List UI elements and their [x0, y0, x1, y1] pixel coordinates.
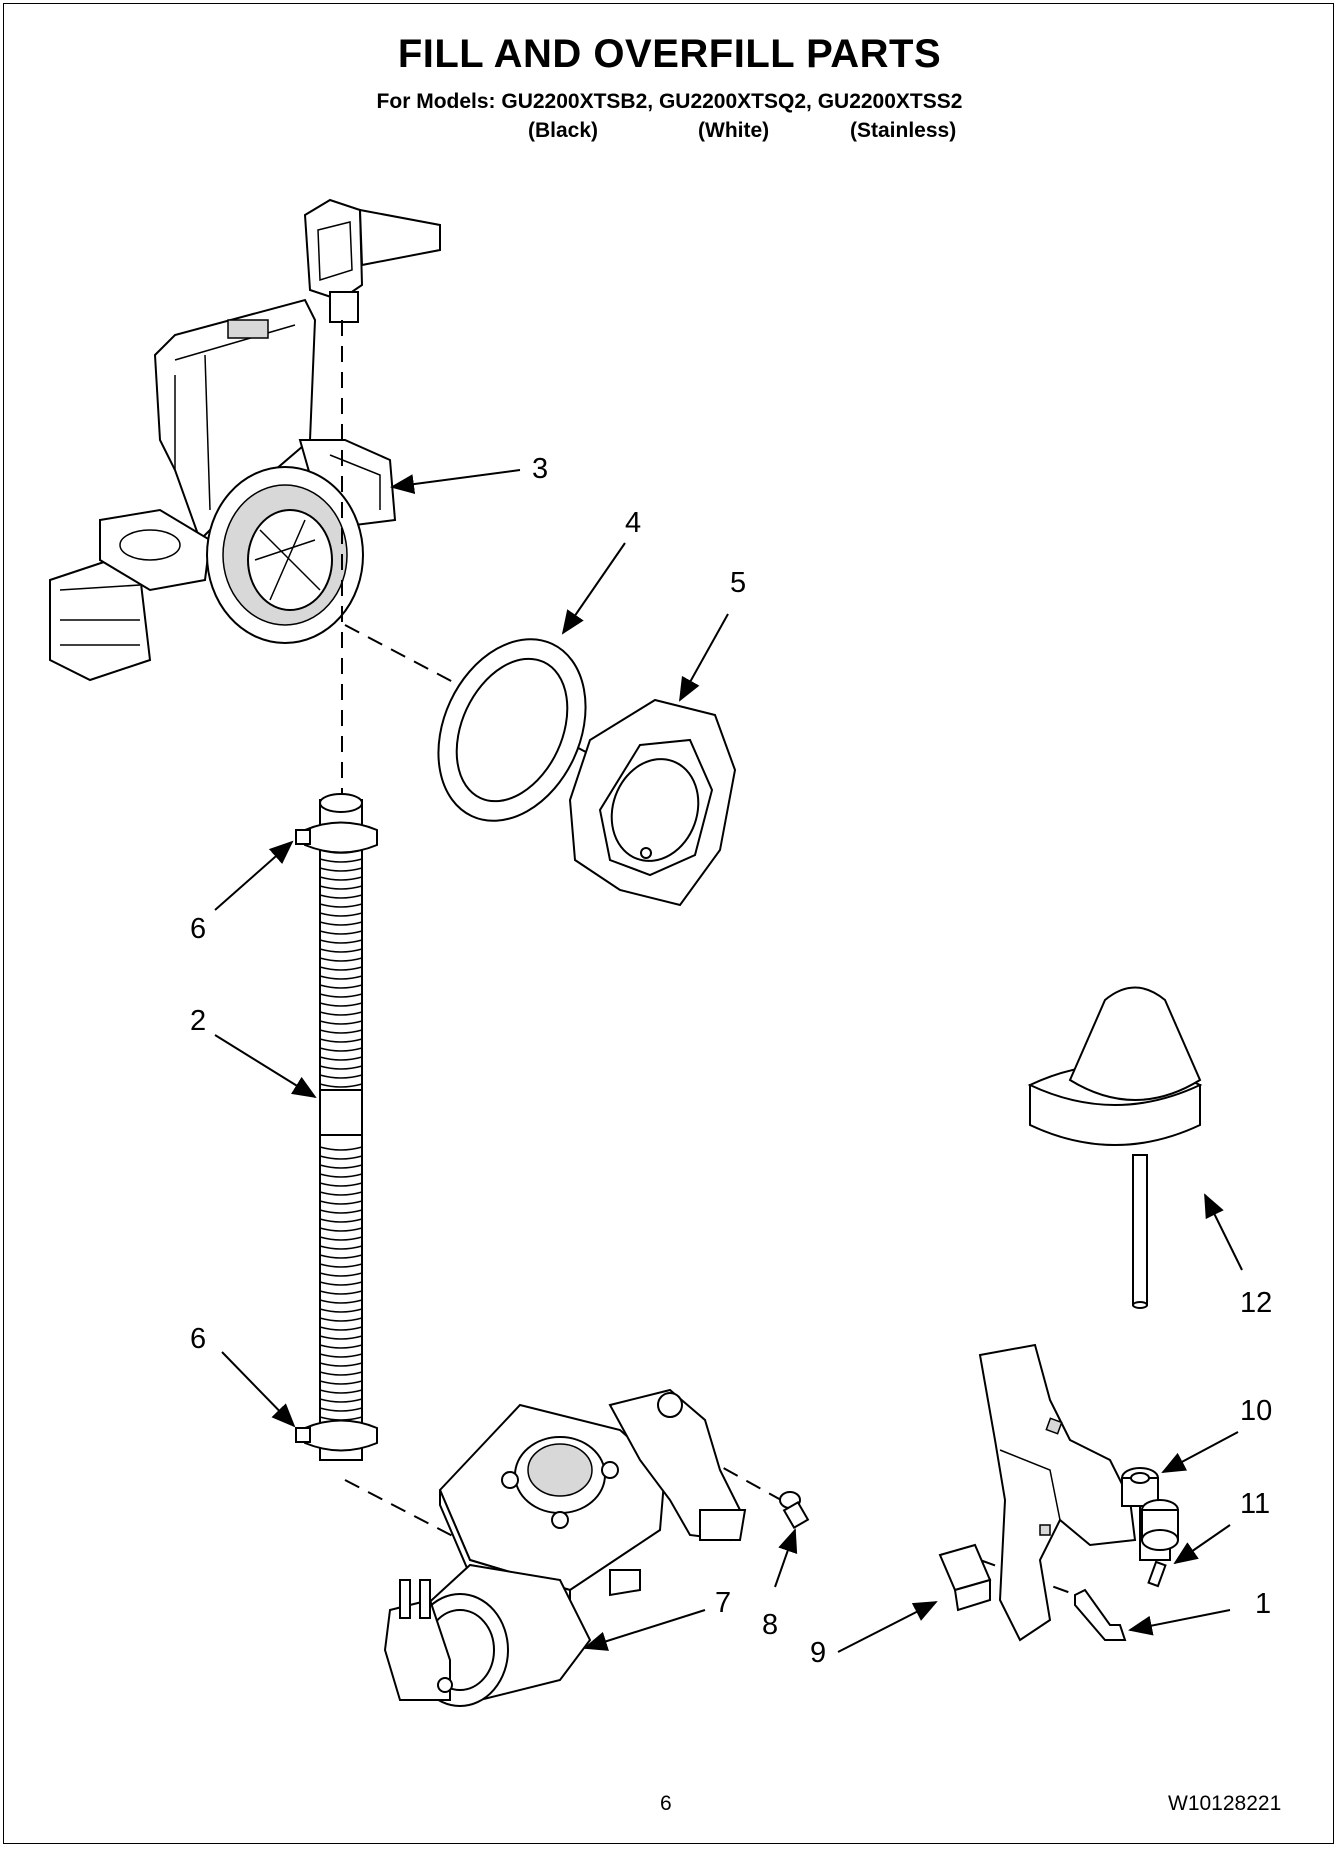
callout-2: 2: [190, 1005, 206, 1037]
part-7-water-valve: [383, 1388, 747, 1707]
part-9-switch: [938, 1543, 992, 1612]
callout-6-bottom: 6: [190, 1323, 206, 1355]
models-line: For Models: GU2200XTSB2, GU2200XTSQ2, GU…: [376, 90, 963, 113]
page-title: FILL AND OVERFILL PARTS: [397, 32, 942, 76]
leader-5: [679, 613, 729, 702]
part-6-clamp-top: [295, 821, 378, 854]
leader-7: [583, 1609, 706, 1651]
callout-9: 9: [810, 1637, 826, 1669]
leader-6a: [214, 840, 294, 911]
callout-3: 3: [532, 453, 548, 485]
variant-black: (Black): [528, 119, 599, 142]
leader-10: [1161, 1431, 1239, 1473]
callout-5: 5: [730, 567, 746, 599]
leader-8: [774, 1528, 798, 1588]
part-6-clamp-bottom: [295, 1419, 378, 1452]
variant-white: (White): [698, 119, 770, 142]
part-5-nut: [568, 698, 737, 907]
leader-1: [1128, 1609, 1231, 1636]
callout-1: 1: [1255, 1588, 1271, 1620]
document-number: W10128221: [1168, 1792, 1282, 1815]
callout-6-top: 6: [190, 913, 206, 945]
centerline-hose-to-valve: [344, 1479, 471, 1546]
leader-2: [214, 1034, 317, 1099]
callout-7: 7: [715, 1587, 731, 1619]
leader-12: [1204, 1193, 1243, 1271]
part-1-lever: [1074, 1588, 1127, 1641]
leader-4: [561, 542, 626, 635]
leader-3: [390, 469, 521, 495]
callout-4: 4: [625, 507, 641, 539]
callout-10: 10: [1240, 1395, 1272, 1427]
callout-11: 11: [1240, 1488, 1270, 1520]
part-2-fill-hose: [319, 793, 363, 1461]
part-12-float: [1027, 986, 1203, 1309]
page-border: [3, 3, 1334, 1844]
page-number: 6: [660, 1792, 672, 1815]
part-11-screw: [1147, 1560, 1167, 1588]
callout-8: 8: [762, 1609, 778, 1641]
part-3-fill-funnel: [49, 198, 441, 682]
leader-11: [1173, 1524, 1231, 1565]
part-4-gasket: [437, 638, 587, 822]
part-8-screw: [779, 1491, 810, 1530]
variant-stainless: (Stainless): [850, 119, 957, 142]
leader-6b: [221, 1351, 296, 1428]
part-10-sleeve: [1121, 1467, 1179, 1551]
leader-9: [837, 1601, 938, 1653]
callout-12: 12: [1240, 1287, 1272, 1319]
